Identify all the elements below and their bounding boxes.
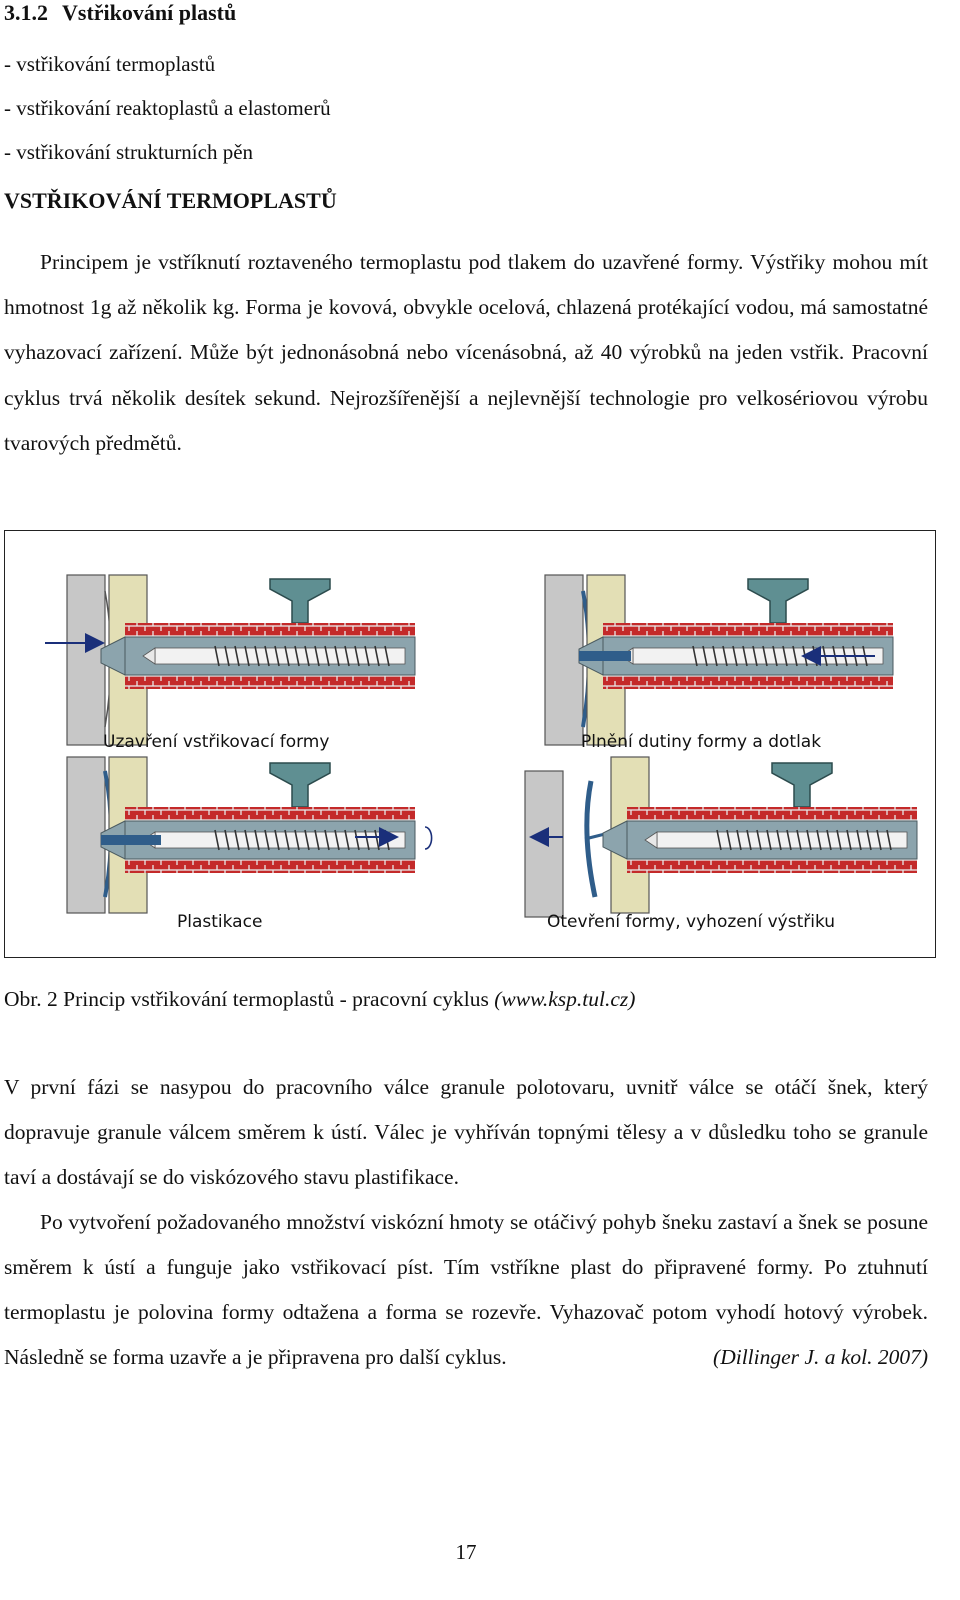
paragraph-phase-two: Po vytvoření požadovaného množství viskó… <box>4 1200 928 1380</box>
list-item: - vstřikování reaktoplastů a elastomerů <box>4 96 331 120</box>
panel-label: Plnění dutiny formy a dotlak <box>581 732 821 752</box>
figure-injection-cycle: Uzavření vstřikovací formy Plnění dutiny… <box>4 530 936 958</box>
rotation-icon <box>424 826 433 850</box>
caption-source: (www.ksp.tul.cz) <box>494 987 636 1011</box>
panel-filling: Plnění dutiny formy a dotlak <box>544 574 894 752</box>
section-title: Vstřikování plastů <box>62 0 237 25</box>
subheading: VSTŘIKOVÁNÍ TERMOPLASTŮ <box>4 188 337 213</box>
panel-closing: Uzavření vstřikovací formy <box>45 574 416 752</box>
panel-label: Plastikace <box>177 912 262 932</box>
mold-moving-half <box>66 574 106 746</box>
bullet-list: - vstřikování termoplastů - vstřikování … <box>4 42 331 174</box>
page-number: 17 <box>455 1540 477 1564</box>
caption-text: Obr. 2 Princip vstřikování termoplastů -… <box>4 987 495 1011</box>
paragraph-intro-text: Principem je vstříknutí roztaveného term… <box>4 250 928 455</box>
paragraph-phase-two-text: Po vytvoření požadovaného množství viskó… <box>4 1210 928 1369</box>
panel-plasticizing: Plastikace <box>66 756 433 932</box>
list-item: - vstřikování strukturních pěn <box>4 140 254 164</box>
section-heading: 3.1.2 Vstřikování plastů <box>4 0 236 26</box>
panel-label: Otevření formy, vyhození výstřiku <box>547 912 835 932</box>
panel-ejection: Otevření formy, vyhození výstřiku <box>524 756 918 932</box>
section-number: 3.1.2 <box>4 0 48 25</box>
citation: (Dillinger J. a kol. 2007) <box>713 1345 928 1369</box>
paragraph-intro: Principem je vstříknutí roztaveného term… <box>4 240 928 466</box>
panel-label: Uzavření vstřikovací formy <box>103 732 329 752</box>
list-item: - vstřikování termoplastů <box>4 52 216 76</box>
figure-caption: Obr. 2 Princip vstřikování termoplastů -… <box>4 987 635 1012</box>
paragraph-phase-one: V první fázi se nasypou do pracovního vá… <box>4 1075 928 1189</box>
figure-diagram: Uzavření vstřikovací formy Plnění dutiny… <box>45 574 918 932</box>
